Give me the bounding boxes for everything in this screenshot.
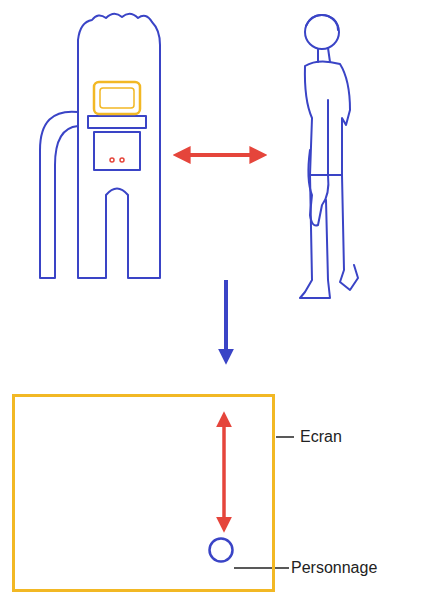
arcade-shelf bbox=[88, 116, 146, 128]
control-button bbox=[120, 158, 124, 162]
screen-frame: EcranPersonnage bbox=[12, 394, 275, 592]
circle-outline bbox=[208, 537, 234, 563]
arcade-control-box bbox=[94, 132, 140, 170]
person-legs bbox=[300, 175, 358, 298]
circle-outline bbox=[210, 539, 233, 562]
distance-arrow bbox=[178, 153, 262, 157]
arcade-screen-inner bbox=[100, 88, 134, 108]
arcade-screen bbox=[94, 82, 140, 114]
leader-line bbox=[234, 567, 289, 569]
arcade-arch bbox=[40, 112, 78, 278]
leader-line bbox=[276, 436, 294, 438]
person-hair bbox=[306, 15, 338, 30]
person-neck bbox=[318, 48, 330, 62]
transition-arrow bbox=[224, 280, 228, 360]
callout-label: Personnage bbox=[291, 559, 377, 577]
distance-arrow bbox=[222, 416, 226, 528]
arcade-cabinet bbox=[78, 14, 160, 278]
control-button bbox=[110, 158, 114, 162]
person-head bbox=[305, 15, 339, 49]
character-circle: Personnage bbox=[208, 537, 234, 563]
callout-label: Ecran bbox=[300, 428, 342, 446]
